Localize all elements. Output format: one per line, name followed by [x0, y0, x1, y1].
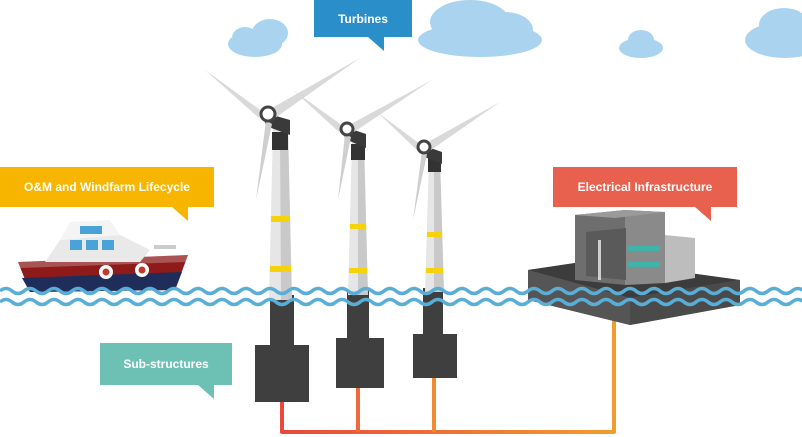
wind-turbine-icon	[293, 80, 432, 295]
sub-structures-label: Sub-structures	[100, 343, 232, 399]
turbines-label-text: Turbines	[338, 11, 388, 26]
callout-pointer	[368, 37, 384, 51]
wave-line	[0, 286, 802, 296]
wave-line	[0, 297, 802, 307]
om-label-text: O&M and Windfarm Lifecycle	[24, 180, 190, 194]
wave-icon	[0, 286, 802, 307]
electrical-label-text: Electrical Infrastructure	[577, 180, 713, 194]
cable-icon	[280, 318, 616, 434]
substation-icon	[528, 210, 740, 325]
cloud-icon	[418, 0, 542, 57]
cloud-icon	[745, 8, 802, 58]
electrical-infrastructure-label: Electrical Infrastructure	[553, 167, 737, 221]
wind-turbine-icon	[377, 102, 500, 292]
wind-turbine-icon	[205, 58, 360, 300]
cloud-icon	[228, 19, 288, 57]
callout-pointer	[198, 385, 214, 399]
boat-icon	[18, 220, 188, 292]
callout-pointer	[695, 207, 711, 221]
turbines-label: Turbines	[314, 0, 412, 51]
foundation-icon	[255, 295, 309, 402]
cloud-icon	[619, 30, 663, 58]
substructures-label-text: Sub-structures	[123, 357, 209, 371]
callout-pointer	[172, 207, 188, 221]
om-windfarm-lifecycle-label: O&M and Windfarm Lifecycle	[0, 167, 214, 221]
